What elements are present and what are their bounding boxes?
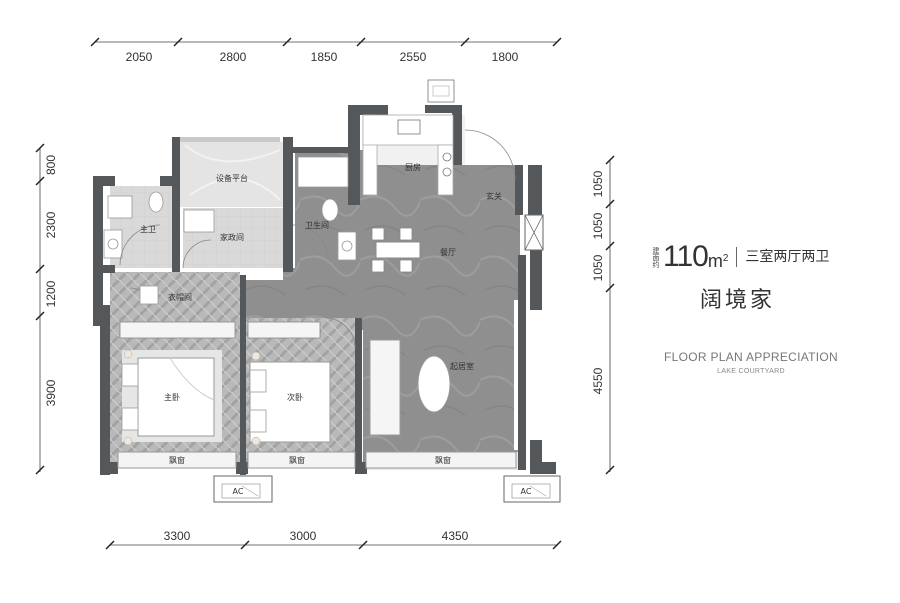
subtitle-en: LAKE COURTYARD: [717, 368, 785, 375]
top-dimension-3: 1850: [311, 50, 338, 64]
room-master-bath: 主卫: [140, 224, 156, 234]
bottom-dimension-3: 4350: [442, 529, 469, 543]
room-labels: 设备平台 主卫 家政间 卫生间 厨房 玄关 餐厅 衣帽间 起居室 主卧 次卧 飘…: [140, 162, 532, 496]
room-kitchen: 厨房: [405, 162, 421, 172]
top-dimension-4: 2550: [400, 50, 427, 64]
top-dimension-2: 2800: [220, 50, 247, 64]
bathroom-fixtures: [103, 156, 357, 261]
room-bay-window-1: 飘窗: [169, 455, 185, 465]
right-dimension-1: 1050: [591, 170, 605, 197]
area-prefix: 建面约: [652, 247, 660, 268]
ac-label-2: AC: [521, 487, 532, 496]
right-dimension-2: 1050: [591, 212, 605, 239]
kitchen-counters: [362, 79, 455, 196]
room-cloakroom: 衣帽间: [168, 292, 192, 302]
wardrobes: [119, 321, 321, 339]
bottom-dimension-2: 3000: [290, 529, 317, 543]
left-dimension-2: 2300: [44, 211, 58, 238]
top-dimension-1: 2050: [126, 50, 153, 64]
room-bathroom: 卫生间: [305, 220, 329, 230]
area-unit: m: [707, 251, 723, 271]
room-entrance: 玄关: [486, 191, 502, 201]
room-master-bedroom: 主卧: [164, 392, 180, 402]
left-dimension-3: 1200: [44, 280, 58, 307]
room-living: 起居室: [450, 361, 474, 371]
bottom-dimension-line: 3300 3000 4350: [105, 529, 562, 550]
area-separator: [736, 247, 738, 267]
right-dimension-line: 1050 1050 1050 4550: [591, 155, 615, 475]
area-unit-sup: 2: [722, 253, 729, 264]
area-unit-wrap: m2: [708, 250, 729, 272]
area-value: 110: [663, 240, 709, 273]
room-laundry: 家政间: [220, 232, 244, 242]
unit-name: 阔境家: [700, 288, 776, 313]
bottom-dimension-1: 3300: [164, 529, 191, 543]
second-bed: [249, 351, 331, 446]
room-second-bedroom: 次卧: [287, 392, 303, 402]
right-dimension-4: 4550: [591, 367, 605, 394]
title-en: FLOOR PLAN APPRECIATION: [663, 350, 839, 364]
area-info: 建面约 110 m2 三室两厅两卫: [652, 238, 829, 272]
ac-label-1: AC: [233, 487, 244, 496]
top-dimension-line: 2050 2800 1850 2550 1800: [90, 37, 562, 64]
walls: [93, 105, 556, 475]
room-bay-window-2: 飘窗: [289, 455, 305, 465]
dining-table: [371, 227, 421, 273]
master-bed: [121, 349, 222, 446]
right-dimension-3: 1050: [591, 254, 605, 281]
living-furniture: [369, 300, 518, 450]
shaft-box: [524, 214, 544, 251]
ac-units: [213, 475, 561, 503]
left-dimension-1: 800: [44, 155, 58, 175]
room-bay-window-3: 飘窗: [435, 455, 451, 465]
room-equipment-platform: 设备平台: [216, 173, 248, 183]
doors: [119, 129, 516, 349]
layout-label: 三室两厅两卫: [745, 249, 830, 265]
left-dimension-line: 800 2300 1200 3900: [35, 143, 58, 475]
bay-windows: [117, 451, 517, 469]
left-dimension-4: 3900: [44, 379, 58, 406]
room-dining: 餐厅: [440, 248, 456, 257]
top-dimension-5: 1800: [492, 50, 519, 64]
